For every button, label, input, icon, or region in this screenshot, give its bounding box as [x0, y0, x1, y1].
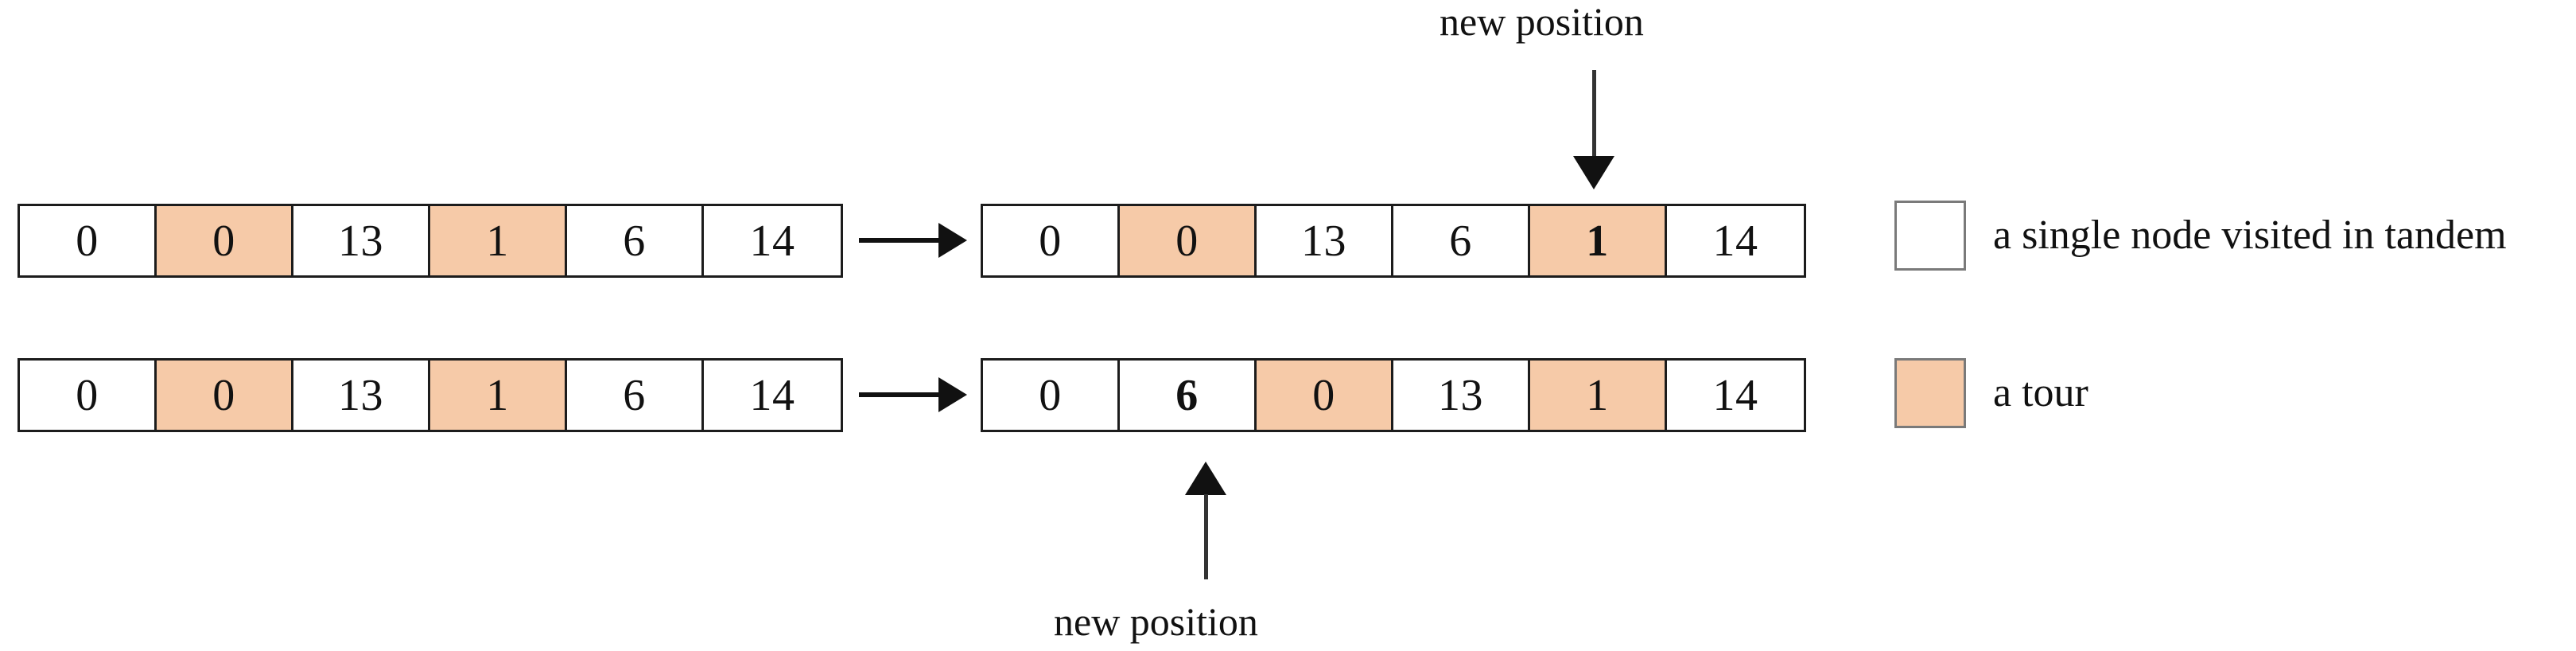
legend-swatch-tour-icon: [1894, 358, 1966, 428]
array-cell[interactable]: 0: [1257, 361, 1393, 430]
arrow-shaft: [859, 392, 939, 397]
array-cell[interactable]: 0: [983, 206, 1120, 275]
array-cell[interactable]: 0: [20, 361, 157, 430]
array-cell[interactable]: 6: [567, 361, 704, 430]
array-cell[interactable]: 14: [704, 206, 841, 275]
array-cell-highlighted[interactable]: 1: [1530, 206, 1667, 275]
arrow-head: [1185, 462, 1226, 495]
annotation-arrow-down: [1573, 70, 1614, 189]
array-cell[interactable]: 1: [1530, 361, 1667, 430]
array-cell-highlighted[interactable]: 6: [1120, 361, 1257, 430]
arrow-head: [938, 223, 967, 258]
row-1-transition-arrow: [859, 223, 967, 258]
legend-label-single-node: a single node visited in tandem: [1993, 212, 2507, 258]
legend-swatch-single-node-icon: [1894, 201, 1966, 271]
annotation-arrow-up: [1185, 462, 1226, 579]
row-2-array-before: 0 0 13 1 6 14: [17, 358, 843, 432]
arrow-shaft: [1203, 494, 1208, 579]
array-cell[interactable]: 1: [430, 206, 567, 275]
annotation-label-bottom: new position: [1054, 599, 1258, 644]
legend-item-single-node: a single node visited in tandem: [1894, 201, 2507, 271]
array-cell[interactable]: 14: [1667, 361, 1804, 430]
array-cell[interactable]: 0: [1120, 206, 1257, 275]
array-cell[interactable]: 1: [430, 361, 567, 430]
legend-label-tour: a tour: [1993, 370, 2088, 415]
array-cell[interactable]: 6: [567, 206, 704, 275]
row-1-array-before: 0 0 13 1 6 14: [17, 204, 843, 278]
array-cell[interactable]: 14: [1667, 206, 1804, 275]
row-2-array-after: 0 6 0 13 1 14: [981, 358, 1806, 432]
arrow-head: [938, 377, 967, 412]
array-cell[interactable]: 0: [20, 206, 157, 275]
array-cell[interactable]: 0: [157, 206, 293, 275]
arrow-shaft: [859, 238, 939, 243]
legend-item-tour: a tour: [1894, 358, 2088, 428]
array-cell[interactable]: 13: [1257, 206, 1393, 275]
array-cell[interactable]: 13: [1393, 361, 1530, 430]
array-cell[interactable]: 13: [293, 361, 430, 430]
array-cell[interactable]: 0: [983, 361, 1120, 430]
row-2-transition-arrow: [859, 377, 967, 412]
array-cell[interactable]: 14: [704, 361, 841, 430]
array-cell[interactable]: 6: [1393, 206, 1530, 275]
arrow-head: [1573, 156, 1614, 189]
array-cell[interactable]: 13: [293, 206, 430, 275]
annotation-label-top: new position: [1440, 0, 1644, 44]
arrow-shaft: [1591, 70, 1596, 157]
array-cell[interactable]: 0: [157, 361, 293, 430]
row-1-array-after: 0 0 13 6 1 14: [981, 204, 1806, 278]
